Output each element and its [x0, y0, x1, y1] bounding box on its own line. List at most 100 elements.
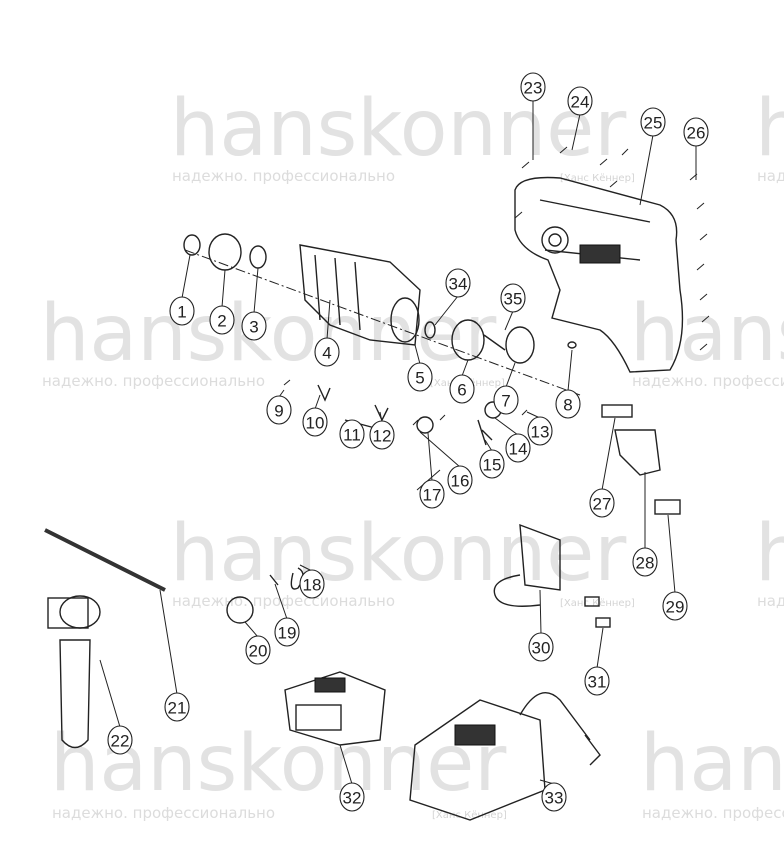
callout-number: 8	[563, 396, 572, 415]
callout-number: 32	[343, 789, 362, 808]
callout-number: 30	[532, 639, 551, 658]
callout-circle	[339, 419, 365, 449]
callout-circle	[500, 283, 526, 313]
callout-number: 7	[501, 392, 510, 411]
callout-number: 33	[545, 789, 564, 808]
callout-circle	[299, 569, 325, 599]
callout-26: 26	[683, 117, 709, 147]
callout-number: 26	[687, 124, 706, 143]
callout-3: 3	[241, 311, 267, 341]
callout-circle	[584, 666, 610, 696]
callout-circle	[505, 433, 531, 463]
watermark-brand: hanskonner	[755, 509, 784, 599]
callout-23: 23	[520, 72, 546, 102]
part-controller	[493, 523, 611, 628]
callout-number: 10	[306, 414, 325, 433]
callout-10: 10	[302, 407, 328, 437]
watermark-tagline: надежно. профессионально	[632, 372, 784, 390]
watermark-bracket: [Ханс Кённер]	[560, 173, 635, 184]
callout-2: 2	[209, 305, 235, 335]
callout-circle	[245, 635, 271, 665]
callout-circle	[302, 407, 328, 437]
callout-circle	[541, 782, 567, 812]
callout-circle	[589, 488, 615, 518]
callout-22: 22	[107, 725, 133, 755]
callout-circle	[479, 449, 505, 479]
callout-17: 17	[419, 479, 445, 509]
callout-number: 3	[249, 318, 258, 337]
part-battery	[284, 671, 386, 746]
callout-number: 4	[322, 344, 331, 363]
watermark-tagline: надежно. профессионально	[757, 167, 784, 185]
callout-circle	[683, 117, 709, 147]
callout-number: 31	[588, 673, 607, 692]
callout-circle	[339, 782, 365, 812]
callout-number: 19	[278, 624, 297, 643]
callout-circle	[314, 337, 340, 367]
watermark-brand: hanskonner	[755, 84, 784, 174]
callout-circle	[445, 268, 471, 298]
callout-15: 15	[479, 449, 505, 479]
watermark-bottom: hanskonner надежно. профессионально [Хан…	[50, 719, 784, 822]
callout-30: 30	[528, 632, 554, 662]
callout-circle	[209, 305, 235, 335]
callout-number: 20	[249, 642, 268, 661]
callout-28: 28	[632, 547, 658, 577]
callout-27: 27	[589, 488, 615, 518]
watermark-brand: hanskonner	[170, 84, 627, 174]
callout-number: 28	[636, 554, 655, 573]
callout-18: 18	[299, 569, 325, 599]
callout-circle	[449, 374, 475, 404]
callout-circle	[407, 362, 433, 392]
watermark-brand: hanskonner	[640, 719, 784, 809]
watermark-brand: hanskonner	[170, 509, 627, 599]
callout-number: 27	[593, 495, 612, 514]
callout-24: 24	[567, 86, 593, 116]
callout-circle	[447, 465, 473, 495]
callout-number: 6	[457, 381, 466, 400]
callout-circle	[527, 416, 553, 446]
callout-circle	[632, 547, 658, 577]
watermark-tagline: надежно. профессионально	[172, 167, 395, 185]
callout-number: 15	[483, 456, 502, 475]
watermark-brand: hanskonner	[40, 289, 497, 379]
callout-circle	[241, 311, 267, 341]
callout-circle	[369, 420, 395, 450]
watermark-tagline: надежно. профессионально	[42, 372, 265, 390]
watermark-tagline: надежно. профессионально	[642, 804, 784, 822]
callout-number: 16	[451, 472, 470, 491]
callout-4: 4	[314, 337, 340, 367]
callout-number: 13	[531, 423, 550, 442]
callout-9: 9	[266, 395, 292, 425]
callout-circle	[567, 86, 593, 116]
callout-5: 5	[407, 362, 433, 392]
callout-32: 32	[339, 782, 365, 812]
callout-circle	[520, 72, 546, 102]
callout-circle	[266, 395, 292, 425]
part-drill-body	[514, 176, 684, 373]
callout-12: 12	[369, 420, 395, 450]
callout-number: 11	[343, 426, 361, 445]
callout-33: 33	[541, 782, 567, 812]
callout-circle	[662, 591, 688, 621]
callout-number: 22	[111, 732, 130, 751]
callout-29: 29	[662, 591, 688, 621]
callout-1: 1	[169, 296, 195, 326]
callout-21: 21	[164, 692, 190, 722]
callout-6: 6	[449, 374, 475, 404]
watermark-brand: hanskonner	[630, 289, 784, 379]
part-small-parts	[283, 379, 528, 446]
callout-20: 20	[245, 635, 271, 665]
callout-circle	[493, 385, 519, 415]
callout-number: 14	[509, 440, 528, 459]
callout-number: 2	[217, 312, 226, 331]
assembly-axis-line	[184, 249, 581, 396]
callout-14: 14	[505, 433, 531, 463]
callout-19: 19	[274, 617, 300, 647]
part-screws-top	[514, 146, 710, 351]
watermark-tagline: надежно. профессионально	[757, 592, 784, 610]
callout-number: 5	[415, 369, 424, 388]
callout-number: 24	[571, 93, 590, 112]
